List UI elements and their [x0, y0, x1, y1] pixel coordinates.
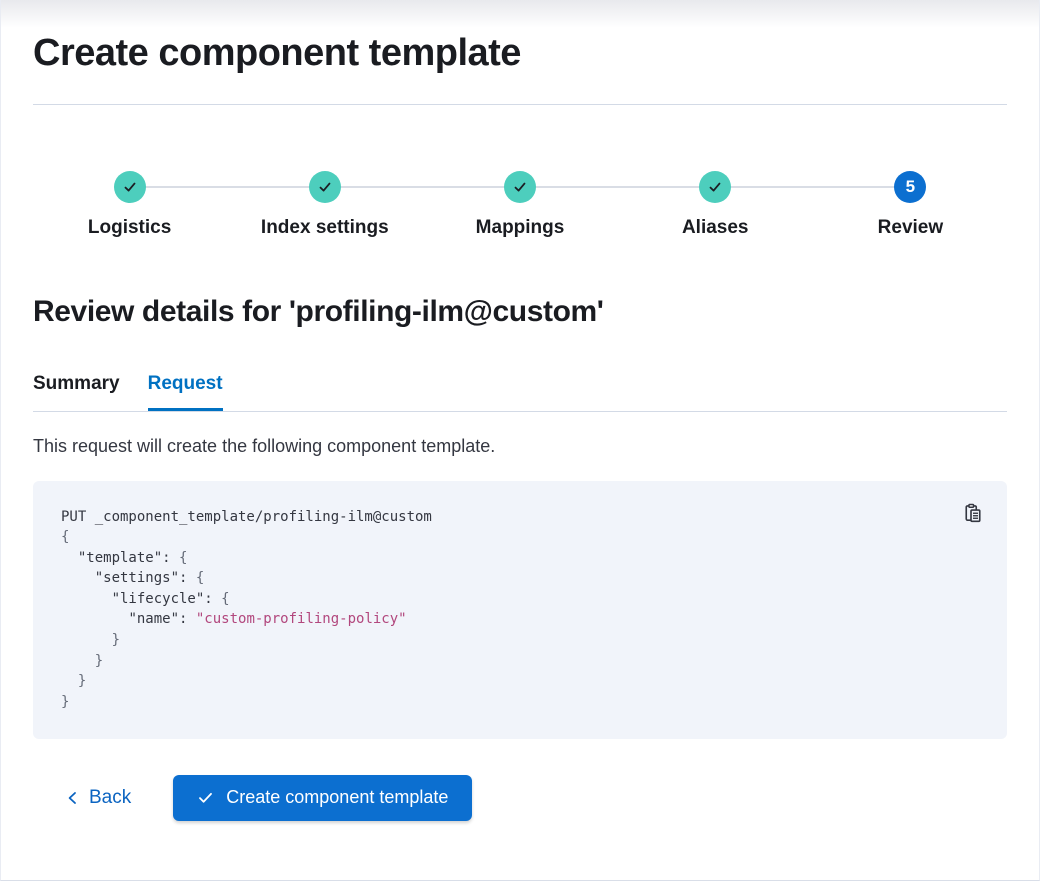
- step-complete-circle[interactable]: [308, 170, 341, 203]
- step-label: Aliases: [681, 216, 749, 238]
- chevron-left-icon: [68, 791, 76, 804]
- back-label: Back: [89, 786, 132, 808]
- check-icon: [709, 182, 721, 191]
- step-index-settings[interactable]: Index settings: [227, 170, 422, 239]
- step-review[interactable]: 5 Review: [813, 170, 1008, 239]
- tabs-divider: [33, 410, 1007, 412]
- step-complete-circle[interactable]: [504, 170, 536, 203]
- step-label: Index settings: [260, 216, 389, 238]
- copy-button[interactable]: [961, 501, 985, 528]
- code-content: PUT _component_template/profiling-ilm@cu…: [61, 508, 432, 710]
- page-header: Create component template: [1, 0, 1039, 78]
- create-button-label: Create component template: [226, 787, 449, 807]
- step-current-circle[interactable]: 5: [894, 170, 927, 203]
- check-icon: [199, 792, 213, 803]
- step-label: Mappings: [475, 216, 565, 238]
- wizard-stepper: Logistics Index settings Mappings Aliase…: [32, 170, 1008, 239]
- step-mappings[interactable]: Mappings: [422, 170, 617, 239]
- step-aliases[interactable]: Aliases: [618, 170, 813, 239]
- copy-clipboard-icon: [965, 503, 981, 522]
- check-icon: [514, 182, 526, 191]
- create-component-template-button[interactable]: Create component template: [173, 774, 473, 821]
- step-label: Review: [877, 216, 944, 238]
- review-heading: Review details for 'profiling-ilm@custom…: [33, 294, 604, 328]
- wizard-footer: Back Create component template: [65, 774, 975, 821]
- step-number: 5: [905, 176, 916, 196]
- page-title: Create component template: [33, 32, 521, 74]
- request-description: This request will create the following c…: [33, 435, 496, 456]
- request-code-block: PUT _component_template/profiling-ilm@cu…: [33, 480, 1007, 739]
- tab-summary[interactable]: Summary: [33, 372, 120, 394]
- back-button[interactable]: Back: [65, 787, 131, 809]
- step-label: Logistics: [87, 216, 172, 238]
- header-divider: [33, 103, 1007, 105]
- tab-request[interactable]: Request: [147, 373, 223, 411]
- step-logistics[interactable]: Logistics: [32, 170, 227, 239]
- step-complete-circle[interactable]: [113, 170, 146, 203]
- review-tabs: Summary Request: [33, 373, 1007, 411]
- review-section: Review details for 'profiling-ilm@custom…: [1, 295, 1039, 411]
- step-complete-circle[interactable]: [699, 170, 732, 203]
- check-icon: [319, 182, 331, 191]
- check-icon: [124, 182, 135, 191]
